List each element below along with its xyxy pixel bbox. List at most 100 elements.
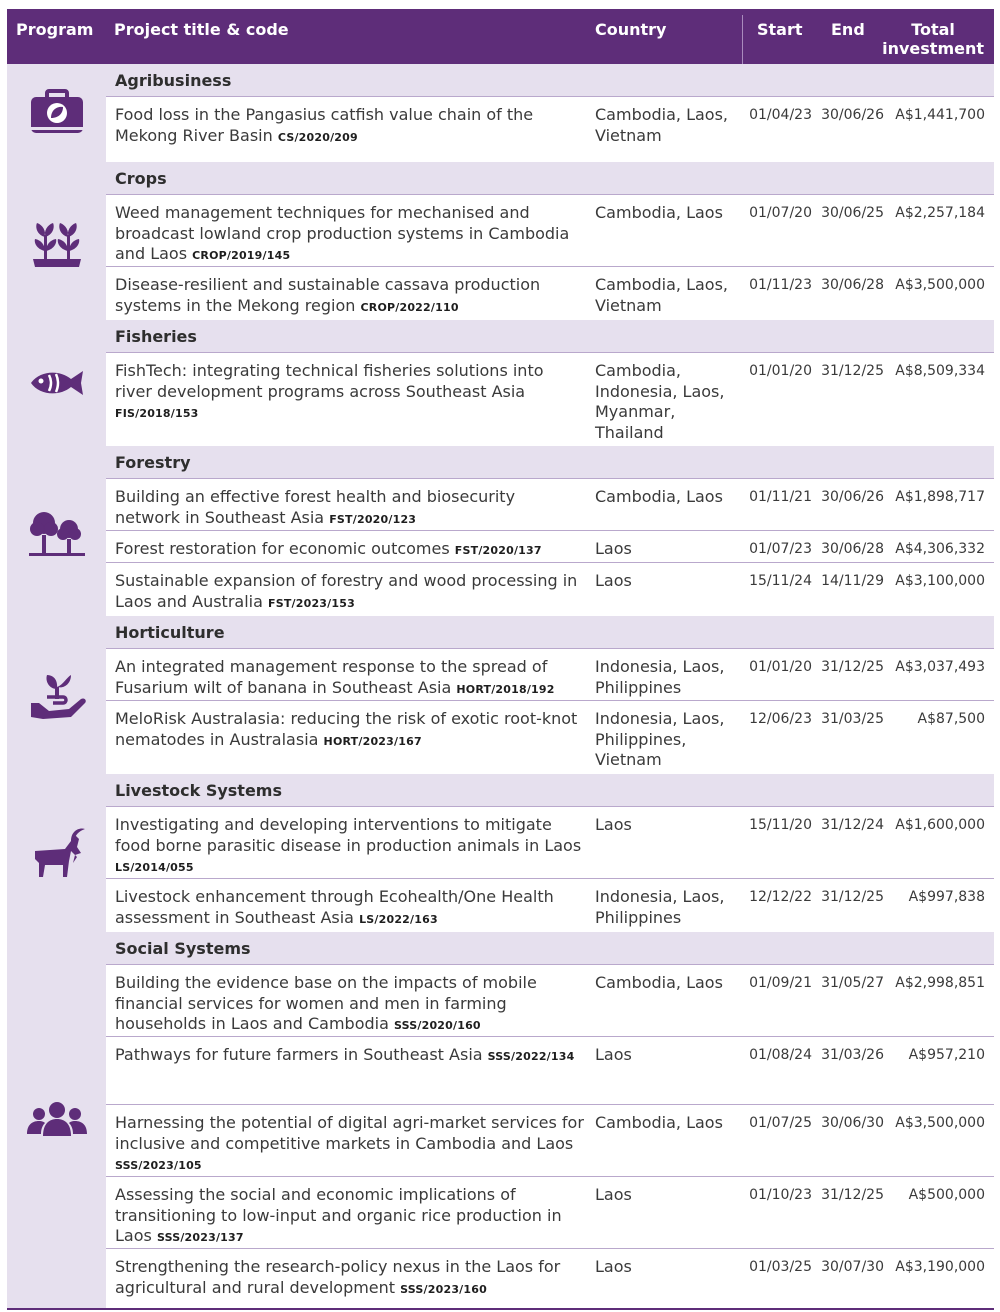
- project-start-date: 15/11/24: [749, 573, 812, 589]
- project-title: Livestock enhancement through Ecohealth/…: [115, 887, 554, 927]
- project-start-date: 12/06/23: [749, 711, 812, 727]
- project-code: HORT/2023/167: [323, 734, 422, 748]
- project-title: Strengthening the research-policy nexus …: [115, 1257, 561, 1297]
- fish-icon: [30, 371, 83, 395]
- project-country: Laos: [595, 1045, 632, 1064]
- project-end-date: 14/11/29: [821, 573, 884, 589]
- header-country: Country: [595, 20, 667, 39]
- program-icon-cell: [7, 932, 106, 1308]
- project-end-date: 30/06/26: [821, 107, 884, 123]
- project-end-date: 30/06/28: [821, 277, 884, 293]
- project-country: Laos: [595, 1257, 632, 1276]
- project-code: CROP/2019/145: [192, 249, 291, 262]
- program-icon-cell: [7, 616, 106, 774]
- project-title-cell: Harnessing the potential of digital agri…: [115, 1113, 585, 1177]
- people-group-icon: [26, 1102, 87, 1136]
- project-code: SSS/2020/160: [394, 1019, 481, 1032]
- table-row: Assessing the social and economic implic…: [106, 1176, 994, 1249]
- project-title: Investigating and developing interventio…: [115, 815, 582, 855]
- project-start-date: 01/07/20: [749, 205, 812, 221]
- project-total-investment: A$8,509,334: [895, 363, 985, 379]
- project-total-investment: A$2,998,851: [895, 975, 985, 991]
- project-code: LS/2022/163: [359, 912, 438, 926]
- project-code: CROP/2022/110: [360, 300, 459, 314]
- project-title-cell: Livestock enhancement through Ecohealth/…: [115, 887, 585, 930]
- table-row: Disease-resilient and sustainable cassav…: [106, 266, 994, 321]
- program-name: Horticulture: [106, 616, 994, 648]
- program-name: Fisheries: [106, 320, 994, 352]
- project-title-cell: FishTech: integrating technical fisherie…: [115, 361, 585, 425]
- project-start-date: 15/11/20: [749, 817, 812, 833]
- project-end-date: 31/12/25: [821, 363, 884, 379]
- header-end: End: [831, 20, 865, 39]
- table-row: FishTech: integrating technical fisherie…: [106, 352, 994, 447]
- projects-table: Program Project title & code Country Sta…: [7, 9, 994, 1310]
- program-icon-cell: [7, 162, 106, 320]
- project-title: Weed management techniques for mechanise…: [115, 203, 570, 263]
- project-total-investment: A$1,898,717: [895, 489, 985, 505]
- project-code: CS/2020/209: [277, 130, 358, 144]
- project-code: SSS/2023/137: [156, 1231, 244, 1244]
- project-total-investment: A$500,000: [908, 1187, 985, 1203]
- trees-icon: [28, 512, 85, 556]
- program-name: Crops: [106, 162, 994, 194]
- project-end-date: 30/07/30: [821, 1259, 884, 1275]
- program-name: Livestock Systems: [106, 774, 994, 806]
- project-start-date: 01/01/20: [749, 659, 812, 675]
- table-row: Strengthening the research-policy nexus …: [106, 1248, 994, 1309]
- project-start-date: 01/03/25: [749, 1259, 812, 1275]
- project-country: Cambodia, Laos: [595, 203, 723, 222]
- header-program: Program: [16, 20, 94, 39]
- project-country: Indonesia, Laos, Philippines: [595, 887, 725, 927]
- project-total-investment: A$2,257,184: [895, 205, 985, 221]
- project-title: Sustainable expansion of forestry and wo…: [115, 571, 578, 611]
- project-title-cell: MeloRisk Australasia: reducing the risk …: [115, 709, 585, 752]
- hand-seedling-icon: [30, 675, 86, 719]
- plants-icon: [32, 223, 81, 267]
- project-start-date: 01/01/20: [749, 363, 812, 379]
- goat-icon: [34, 828, 85, 877]
- project-country: Indonesia, Laos, Philippines: [595, 657, 725, 697]
- project-title: Forest restoration for economic outcomes: [115, 539, 450, 558]
- project-country: Laos: [595, 815, 632, 834]
- project-code: FST/2020/123: [329, 512, 417, 526]
- project-start-date: 01/11/23: [749, 277, 812, 293]
- project-title: MeloRisk Australasia: reducing the risk …: [115, 709, 578, 749]
- project-title: FishTech: integrating technical fisherie…: [115, 361, 544, 401]
- program-icon-cell: [7, 446, 106, 616]
- project-title: Food loss in the Pangasius catfish value…: [115, 105, 534, 145]
- project-code: FST/2023/153: [267, 596, 355, 610]
- project-end-date: 31/12/25: [821, 889, 884, 905]
- project-total-investment: A$3,500,000: [895, 277, 985, 293]
- project-code: HORT/2018/192: [456, 682, 555, 696]
- project-country: Cambodia, Indonesia, Laos, Myanmar, Thai…: [595, 361, 725, 442]
- project-code: SSS/2023/160: [400, 1282, 487, 1296]
- project-total-investment: A$4,306,332: [895, 541, 985, 557]
- table-row: Forest restoration for economic outcomes…: [106, 530, 994, 563]
- program-icon-cell: [7, 64, 106, 162]
- project-country: Cambodia, Laos: [595, 1113, 723, 1132]
- program-name: Social Systems: [106, 932, 994, 964]
- project-title-cell: Forest restoration for economic outcomes…: [115, 539, 585, 562]
- project-total-investment: A$997,838: [908, 889, 985, 905]
- project-end-date: 31/05/27: [821, 975, 884, 991]
- project-code: SSS/2023/105: [115, 1159, 202, 1172]
- project-total-investment: A$3,500,000: [895, 1115, 985, 1131]
- project-country: Laos: [595, 1185, 632, 1204]
- project-country: Laos: [595, 539, 632, 558]
- project-title: An integrated management response to the…: [115, 657, 548, 697]
- project-total-investment: A$1,600,000: [895, 817, 985, 833]
- project-end-date: 30/06/30: [821, 1115, 884, 1131]
- table-row: Pathways for future farmers in Southeast…: [106, 1036, 994, 1105]
- table-row: Food loss in the Pangasius catfish value…: [106, 96, 994, 163]
- table-row: Sustainable expansion of forestry and wo…: [106, 562, 994, 617]
- program-name: Forestry: [106, 446, 994, 478]
- briefcase-leaf-icon: [30, 89, 83, 133]
- table-row: Building an effective forest health and …: [106, 478, 994, 531]
- project-end-date: 31/12/25: [821, 1187, 884, 1203]
- project-end-date: 30/06/26: [821, 489, 884, 505]
